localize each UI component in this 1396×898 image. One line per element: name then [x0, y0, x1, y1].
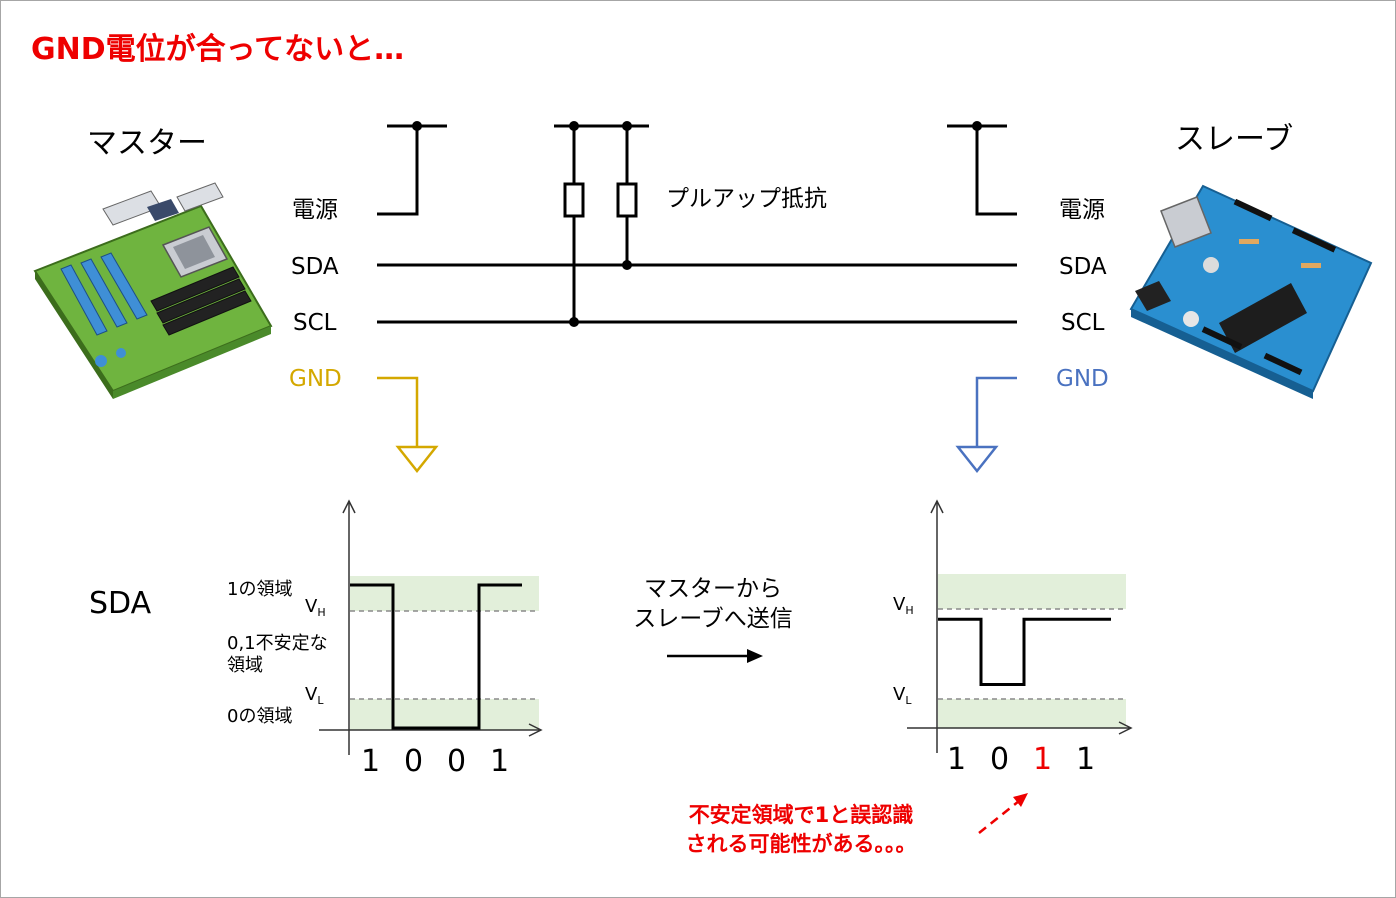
slave-power-label: 電源 — [1059, 197, 1105, 223]
left-vh-label: VH — [305, 596, 326, 619]
right-high-region — [938, 574, 1126, 609]
master-gnd-wire — [377, 376, 419, 446]
slave-gnd-label: GND — [1056, 366, 1109, 392]
transfer-arrow — [667, 649, 763, 663]
slave-power-wire — [947, 124, 1017, 216]
left-waveform-chart — [319, 499, 543, 755]
warning-line1: 不安定領域で1と誤認識 — [688, 803, 914, 827]
bit-label: 0 — [990, 742, 1010, 777]
transfer-caption-line1: マスターから — [644, 576, 782, 602]
master-gnd-label: GND — [289, 366, 342, 392]
slave-gnd-wire — [975, 376, 1017, 446]
right-waveform-chart — [907, 499, 1133, 753]
master-label: マスター — [87, 126, 207, 161]
master-scl-label: SCL — [293, 310, 337, 336]
motherboard-icon — [33, 182, 273, 399]
scl-pullup-node — [569, 317, 579, 327]
unstable-region-label: 0,1不安定な領域 — [227, 633, 328, 676]
master-power-label: 電源 — [292, 197, 338, 223]
left-low-region — [350, 699, 539, 730]
master-power-node — [412, 121, 422, 131]
right-low-region — [938, 699, 1126, 728]
warning-pointer-arrow — [978, 793, 1028, 834]
bit-label: 1 — [1076, 742, 1096, 777]
microcontroller-board-icon — [1129, 184, 1373, 399]
slave-ground-icon — [955, 445, 999, 474]
slave-sda-label: SDA — [1059, 254, 1107, 280]
transfer-caption: マスターから スレーブへ送信 — [623, 575, 803, 635]
master-ground-icon — [395, 445, 439, 474]
master-sda-label: SDA — [291, 254, 339, 280]
slave-power-node — [972, 121, 982, 131]
bit-label: 1 — [947, 742, 967, 777]
warning-text: 不安定領域で1と誤認識 される可能性がある。。。 — [651, 801, 951, 860]
sda-pullup-node — [622, 260, 632, 270]
right-vh-label: VH — [893, 594, 914, 617]
left-high-region — [350, 576, 539, 611]
pullup-resistor-sda — [616, 126, 638, 265]
bit-label: 1 — [361, 744, 381, 779]
pullup-resistor-scl — [563, 126, 585, 322]
high-region-label: 1の領域 — [227, 579, 293, 600]
slave-label: スレーブ — [1175, 122, 1294, 157]
page-title: GND電位が合ってないと… — [31, 32, 405, 67]
bit-label: 1 — [1033, 742, 1053, 777]
right-sda-waveform — [938, 617, 1111, 686]
sda-chart-label: SDA — [89, 586, 152, 621]
left-vl-label: VL — [305, 684, 324, 707]
transfer-caption-line2: スレーブへ送信 — [633, 605, 793, 632]
bit-label: 0 — [404, 744, 424, 779]
bit-label: 0 — [447, 744, 467, 779]
bit-label: 1 — [490, 744, 510, 779]
pullup-label: プルアップ抵抗 — [666, 186, 827, 212]
right-vl-label: VL — [893, 684, 912, 707]
master-power-wire — [377, 124, 447, 216]
low-region-label: 0の領域 — [227, 706, 293, 727]
slave-scl-label: SCL — [1061, 310, 1105, 336]
warning-line2: される可能性がある。。。 — [685, 832, 917, 857]
left-sda-waveform — [350, 583, 522, 730]
